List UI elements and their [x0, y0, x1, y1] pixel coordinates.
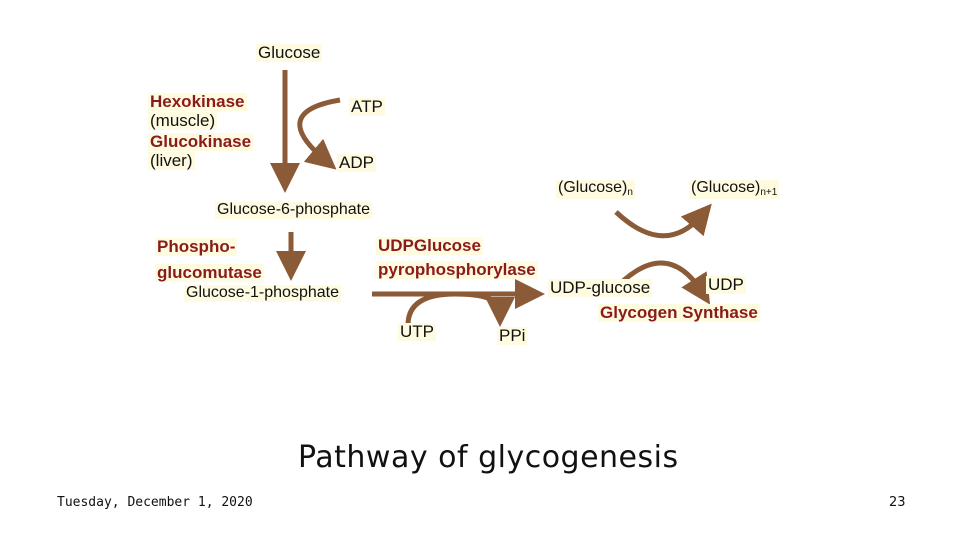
udpglucose-label: UDPGlucose: [376, 236, 483, 255]
glucokinase-label: Glucokinase: [148, 132, 254, 151]
glucose-n-base: (Glucose): [558, 179, 628, 196]
adp-label: ADP: [337, 153, 376, 172]
glucose-label: Glucose: [256, 43, 323, 62]
udp-glucose-label: UDP-glucose: [548, 278, 653, 297]
page-number: 23: [889, 495, 906, 510]
pyrophosphorylase-label: pyrophosphorylase: [376, 260, 538, 279]
utp-label: UTP: [398, 322, 436, 341]
slide-title: Pathway of glycogenesis: [298, 440, 679, 475]
glucose-n-subscript: n: [627, 187, 633, 198]
glucose-6-phosphate-label: Glucose-6-phosphate: [215, 201, 372, 219]
glucose-n1-subscript: n+1: [760, 187, 778, 198]
glucose-n1-label: (Glucose)n+1: [689, 179, 780, 199]
glycogen-synthase-label: Glycogen Synthase: [598, 303, 760, 322]
arrow-glucose-n-to-n1: [614, 203, 712, 239]
phospho-label: Phospho-: [155, 237, 238, 256]
hexokinase-label: Hexokinase: [148, 92, 247, 111]
glucose-n-label: (Glucose)n: [556, 179, 635, 199]
muscle-label: (muscle): [148, 111, 218, 130]
glucomutase-label: glucomutase: [155, 263, 264, 282]
liver-label: (liver): [148, 151, 195, 170]
udp-label: UDP: [706, 275, 746, 294]
ppi-label: PPi: [497, 326, 528, 345]
footer-date: Tuesday, December 1, 2020: [57, 495, 253, 510]
arrow-atp-to-adp: [297, 97, 341, 170]
glucose-n1-base: (Glucose): [691, 179, 761, 196]
glucose-1-phosphate-label: Glucose-1-phosphate: [184, 284, 341, 302]
atp-label: ATP: [349, 97, 385, 116]
arrow-utp-to-ppi: [405, 291, 515, 327]
